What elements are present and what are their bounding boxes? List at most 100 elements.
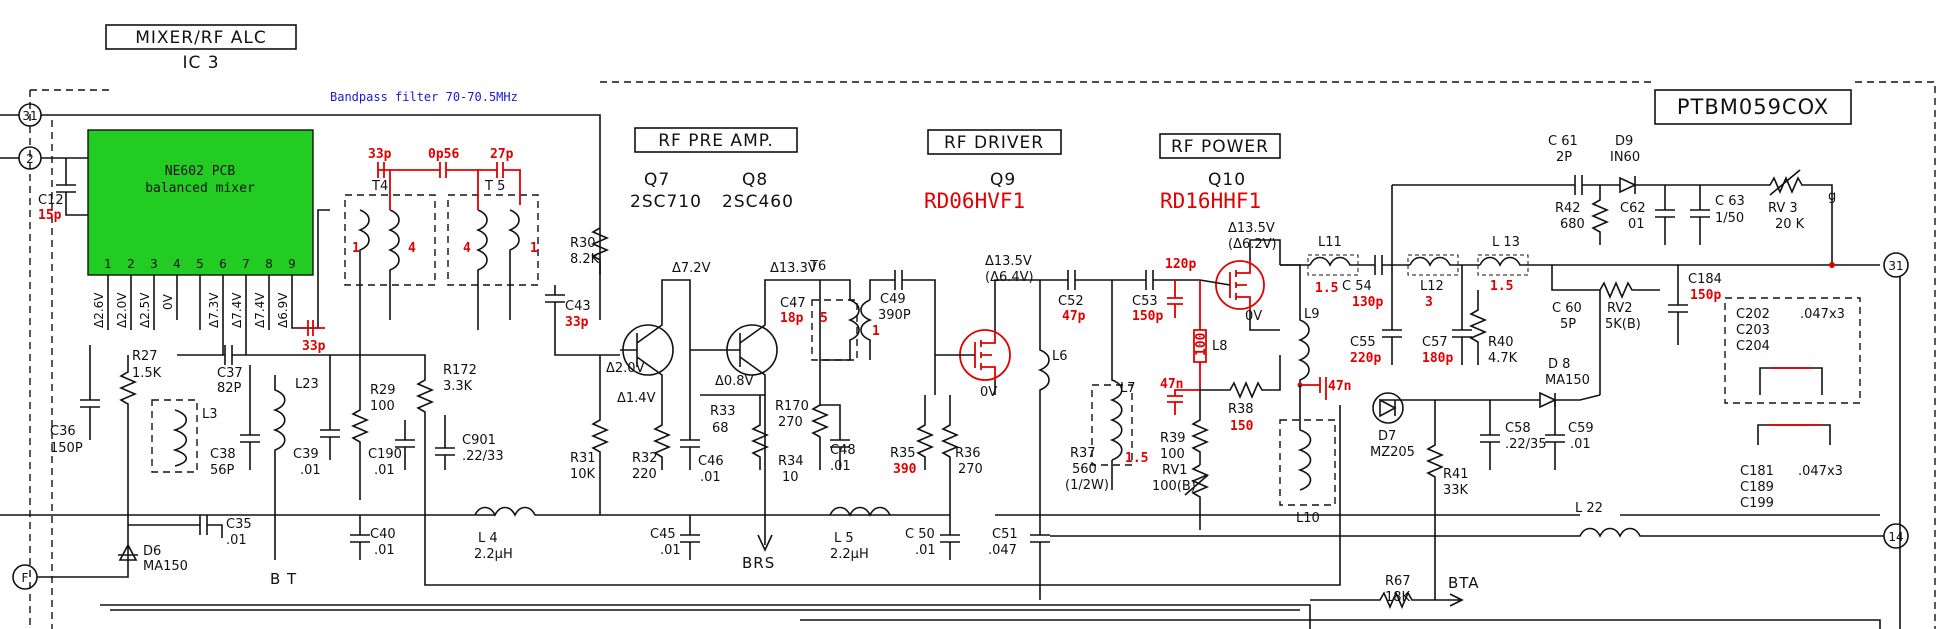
svg-text:01: 01 [1628, 217, 1645, 232]
svg-text:Δ7.2V: Δ7.2V [672, 261, 711, 276]
svg-text:(1/2W): (1/2W) [1065, 478, 1109, 493]
svg-text:560: 560 [1072, 462, 1097, 477]
svg-text:L6: L6 [1052, 349, 1068, 364]
r34-resistor: R34 10 [778, 280, 830, 485]
svg-text:R37: R37 [1070, 446, 1096, 461]
c55-capacitor: C55 220p [1350, 185, 1402, 366]
svg-text:L23: L23 [295, 377, 319, 392]
svg-text:5K(B): 5K(B) [1605, 317, 1641, 332]
svg-text:C57: C57 [1422, 335, 1448, 350]
connector-31-right: 31 [1883, 252, 1909, 278]
ne602-mixer-pcb: NE602 PCB balanced mixer 1 2 3 4 5 6 7 8… [87, 129, 314, 276]
svg-text:R35: R35 [890, 446, 916, 461]
svg-text:C48: C48 [830, 443, 856, 458]
svg-text:Δ1.4V: Δ1.4V [617, 391, 656, 406]
svg-text:C 60: C 60 [1552, 301, 1582, 316]
l3-inductor: L3 [151, 399, 218, 473]
c51-capacitor: C51 .047 [988, 527, 1050, 560]
svg-text:C204: C204 [1736, 339, 1770, 354]
rv1-potentiometer: RV1 100(B) [1152, 463, 1210, 530]
svg-text:C199: C199 [1740, 496, 1774, 511]
svg-text:20 K: 20 K [1775, 217, 1805, 232]
svg-text:3: 3 [1425, 295, 1433, 310]
t4-transformer: T4 1 4 [344, 179, 436, 355]
svg-text:D7: D7 [1378, 429, 1396, 444]
svg-text:Q10: Q10 [1208, 170, 1246, 190]
connector-14: 14 [1883, 523, 1909, 549]
svg-text:.01: .01 [374, 463, 395, 478]
svg-text:Δ13.3V: Δ13.3V [770, 261, 817, 276]
svg-text:9: 9 [288, 257, 296, 271]
svg-text:C 61: C 61 [1548, 134, 1578, 149]
svg-text:270: 270 [958, 462, 983, 477]
svg-text:Q9: Q9 [990, 170, 1016, 190]
d7-zener: D7 MZ205 [1370, 392, 1415, 460]
t5-transformer: T 5 4 1 [447, 179, 539, 320]
r41-resistor: R41 33K [1425, 400, 1469, 600]
svg-text:RD16HHF1: RD16HHF1 [1160, 189, 1261, 213]
svg-text:RF DRIVER: RF DRIVER [944, 133, 1044, 153]
resistor-100-red: 100 L8 [1193, 280, 1228, 390]
c190-capacitor: C190 .01 [368, 420, 415, 478]
t6-transformer: T6 5 1 C47 18p [780, 259, 880, 361]
section-driver: RF DRIVER [927, 129, 1062, 155]
l6-inductor: L6 [1037, 280, 1068, 530]
svg-text:8: 8 [265, 257, 273, 271]
svg-text:.01: .01 [700, 470, 721, 485]
svg-text:C52: C52 [1058, 294, 1084, 309]
svg-text:C46: C46 [698, 454, 724, 469]
c48-capacitor: C48 .01 [820, 404, 856, 474]
c181-group: C181 C189 C199 .047x3 [1740, 424, 1843, 511]
svg-text:1/50: 1/50 [1715, 211, 1744, 226]
svg-text:Δ2.0V: Δ2.0V [606, 361, 645, 376]
rv2-potentiometer: RV2 5K(B) [1599, 290, 1641, 395]
svg-text:R170: R170 [775, 399, 809, 414]
svg-text:390P: 390P [878, 308, 911, 323]
svg-text:R27: R27 [132, 349, 158, 364]
svg-text:100: 100 [1194, 332, 1209, 356]
q8-transistor: Q8 2SC460 Δ13.3V Δ0.8V [690, 170, 820, 396]
c47n-a-capacitor: 47n [1160, 377, 1200, 415]
svg-text:180p: 180p [1422, 351, 1453, 366]
rv3-potentiometer: RV 3 20 K g [1760, 169, 1836, 265]
c50-capacitor: C 50 .01 [905, 527, 960, 560]
svg-text:47n: 47n [1160, 377, 1183, 392]
svg-text:220p: 220p [1350, 351, 1381, 366]
l7-inductor: L7 1.5 [1091, 280, 1148, 466]
svg-text:C40: C40 [370, 527, 396, 542]
svg-text:R41: R41 [1443, 467, 1469, 482]
svg-text:4.7K: 4.7K [1488, 351, 1518, 366]
svg-text:0V: 0V [980, 385, 997, 400]
svg-text:C12: C12 [38, 193, 64, 208]
section-pre-amp: RF PRE AMP. [634, 127, 798, 153]
svg-text:L8: L8 [1212, 339, 1228, 354]
svg-text:100(B): 100(B) [1152, 479, 1196, 494]
svg-text:10K: 10K [570, 467, 596, 482]
svg-text:1: 1 [104, 257, 112, 271]
svg-text:L 5: L 5 [834, 531, 854, 546]
svg-text:RF PRE AMP.: RF PRE AMP. [658, 131, 774, 151]
svg-text:C62: C62 [1620, 201, 1646, 216]
l23-inductor: L23 [272, 375, 319, 560]
board-id: PTBM059COX [1677, 95, 1829, 119]
c58-capacitor: C58 .22/35 [1480, 400, 1547, 470]
svg-text:390: 390 [893, 462, 917, 477]
c54-capacitor: C 54 130p [1342, 255, 1410, 310]
svg-text:C38: C38 [210, 447, 236, 462]
svg-text:2P: 2P [1556, 150, 1572, 165]
svg-text:0V: 0V [161, 293, 175, 310]
svg-text:L10: L10 [1296, 511, 1320, 526]
svg-text:2: 2 [127, 257, 135, 271]
svg-text:1.5: 1.5 [1125, 451, 1148, 466]
svg-text:RV2: RV2 [1607, 301, 1633, 316]
bottom-traces [100, 276, 1901, 629]
svg-text:Δ2.0V: Δ2.0V [115, 292, 129, 328]
svg-text:2SC460: 2SC460 [722, 192, 794, 212]
svg-text:C43: C43 [565, 299, 591, 314]
svg-text:1: 1 [872, 324, 880, 339]
svg-text:L11: L11 [1318, 235, 1342, 250]
ic3-title-block: MIXER/RF ALC IC 3 [105, 24, 297, 73]
svg-text:.22/33: .22/33 [462, 449, 504, 464]
svg-text:.047x3: .047x3 [1798, 464, 1843, 479]
svg-text:100: 100 [1160, 447, 1185, 462]
